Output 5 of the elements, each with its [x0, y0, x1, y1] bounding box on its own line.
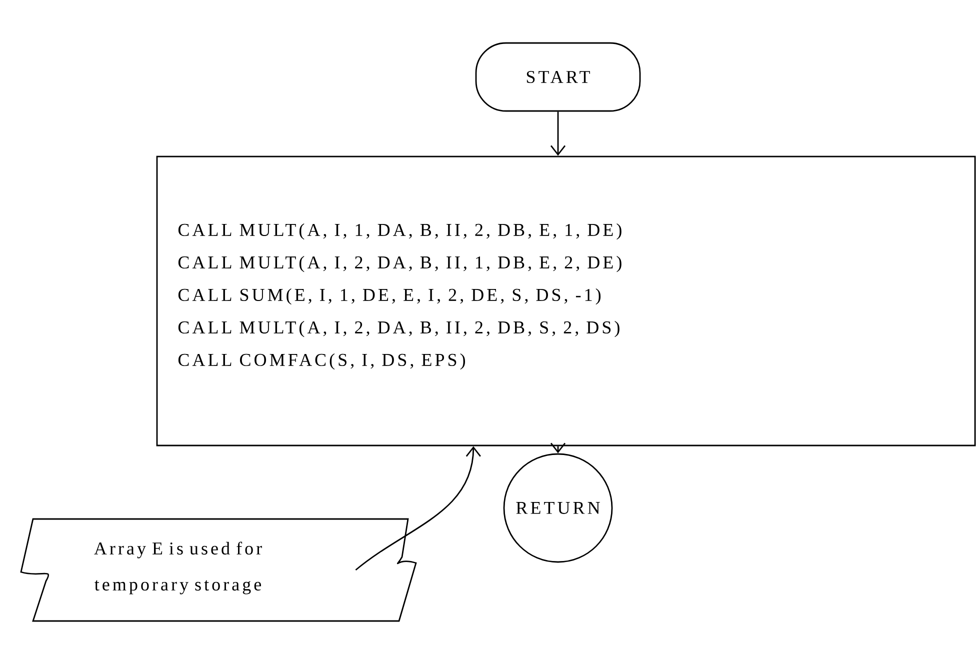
arrow: [550, 112, 566, 156]
process-box: CALL MULT(A, I, 1, DA, B, II, 2, DB, E, 1, DE) CALL MULT(A, I, 2, DA, B, II, 1, DB, E, 2, DE) CALL SUM(E, I, 1, DE, E, I, 2, DE, S, DS, -1) CALL MULT(A, I, 2, DA, B, II, 2, DB, S, 2, DS) CALL COMFAC(S, I, DS, EPS): [156, 156, 976, 446]
note-tape: Array E is used for temporary storage: [20, 518, 417, 622]
arrow: [355, 446, 481, 571]
terminal-box: START: [475, 42, 641, 112]
